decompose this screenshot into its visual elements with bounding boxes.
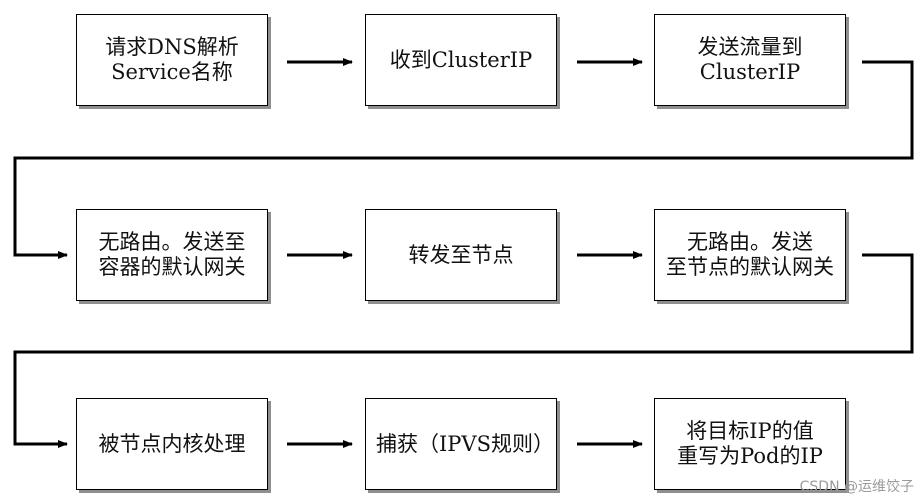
step-text-receive-clusterip: 收到ClusterIP xyxy=(389,47,533,72)
step-text-container-gateway: 无路由。发送至 容器的默认网关 xyxy=(98,230,246,279)
step-box-node-kernel: 被节点内核处理 xyxy=(76,398,268,490)
step-box-dns-request: 请求DNS解析 Service名称 xyxy=(76,14,268,106)
connector-step3-to-step4 xyxy=(13,60,914,259)
step-box-send-to-clusterip: 发送流量到 ClusterIP xyxy=(654,14,846,106)
step-text-forward-to-node: 转发至节点 xyxy=(408,242,514,267)
step-text-node-kernel: 被节点内核处理 xyxy=(98,431,246,456)
step-box-ipvs-capture: 捕获（IPVS规则） xyxy=(365,398,557,490)
watermark-text: CSDN @运维饺子 xyxy=(799,479,914,495)
step-box-node-gateway: 无路由。发送 至节点的默认网关 xyxy=(654,209,846,301)
connector-step6-to-step7 xyxy=(13,253,914,448)
step-box-receive-clusterip: 收到ClusterIP xyxy=(365,14,557,106)
step-box-forward-to-node: 转发至节点 xyxy=(365,209,557,301)
step-text-rewrite-pod-ip: 将目标IP的值 重写为Pod的IP xyxy=(677,419,823,468)
step-text-ipvs-capture: 捕获（IPVS规则） xyxy=(376,431,554,456)
step-box-rewrite-pod-ip: 将目标IP的值 重写为Pod的IP xyxy=(654,398,846,490)
step-text-dns-request: 请求DNS解析 Service名称 xyxy=(105,35,239,84)
step-text-node-gateway: 无路由。发送 至节点的默认网关 xyxy=(666,230,834,279)
step-text-send-to-clusterip: 发送流量到 ClusterIP xyxy=(697,35,803,84)
step-box-container-gateway: 无路由。发送至 容器的默认网关 xyxy=(76,209,268,301)
